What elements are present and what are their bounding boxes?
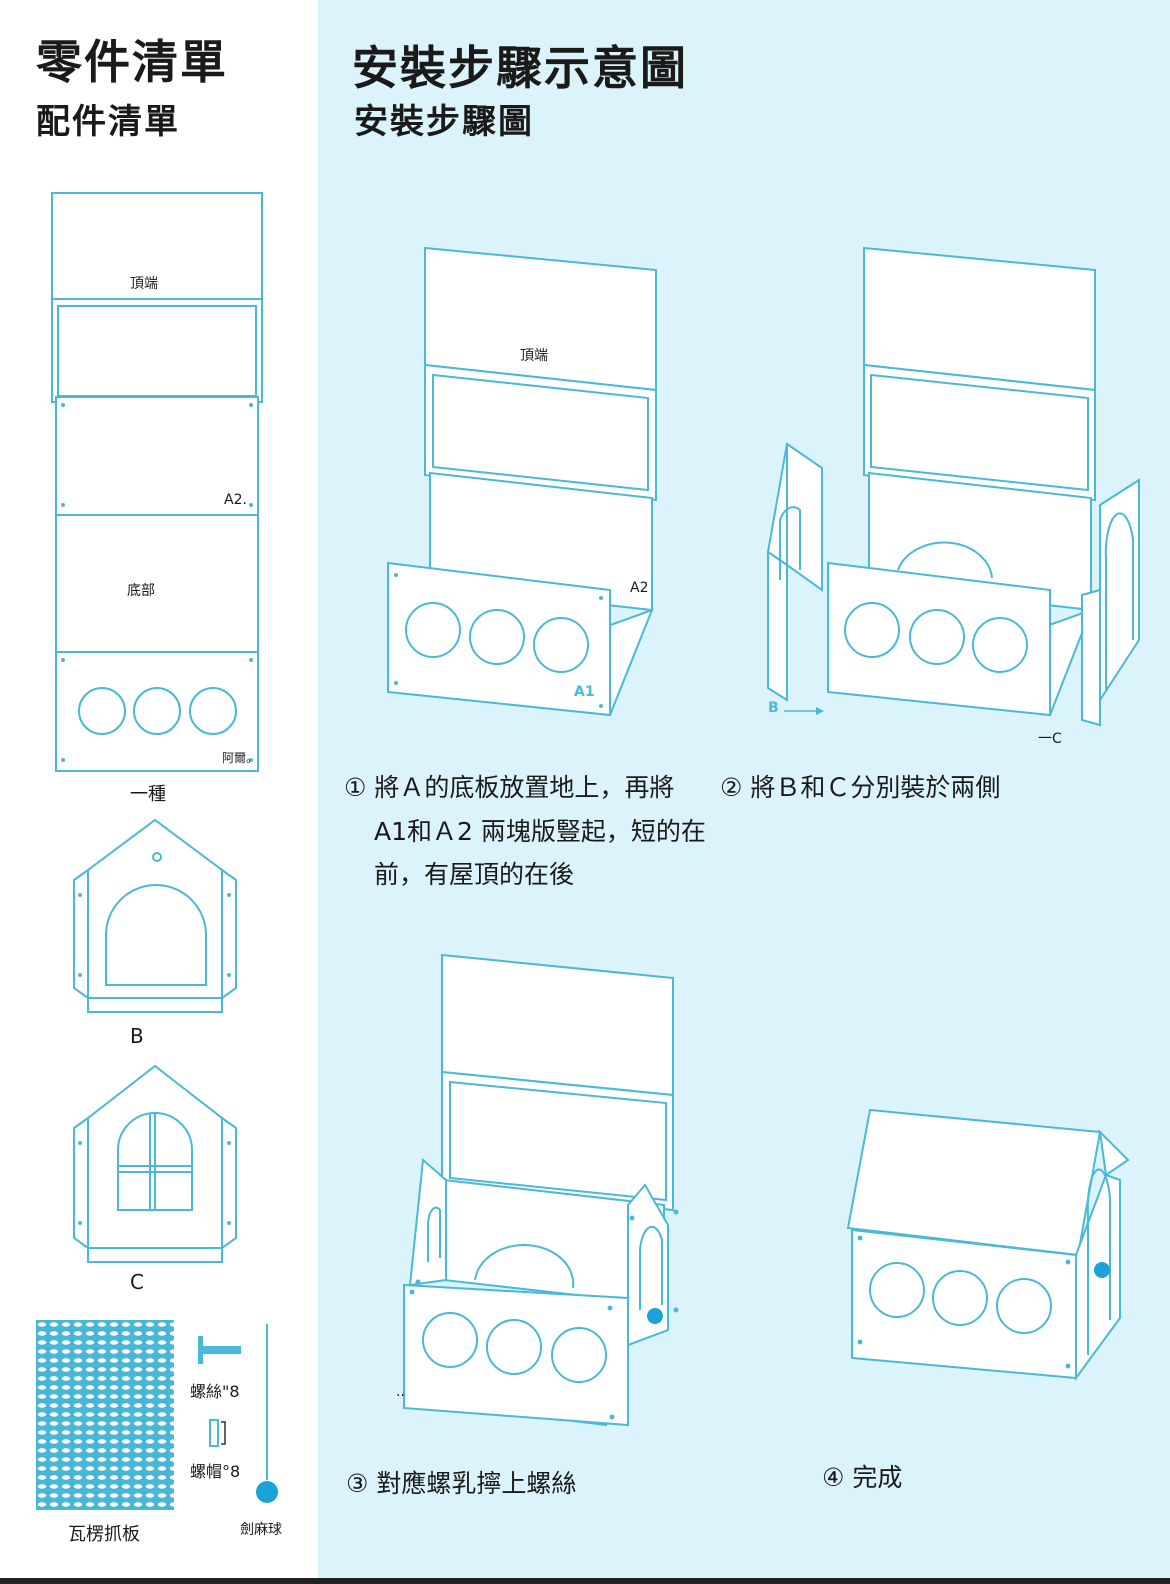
step2-line1: ② 將Ｂ和Ｃ分別裝於兩側 [720,773,1001,802]
step1-top-label: 頂端 [520,348,548,364]
sisal-ball-caption: 劍麻球 [240,1522,282,1538]
sisal-ball-drawing [256,1324,278,1503]
part-a-caption: 一種 [130,784,166,805]
steps-subtitle: 安裝步驟圖 [354,102,534,142]
scratch-board-caption: 瓦楞抓板 [68,1524,140,1545]
step3-line1: ③ 對應螺乳擰上螺絲 [346,1469,577,1498]
bottom-rule [0,1578,1170,1584]
nut-caption: 螺帽°8 [190,1462,241,1481]
step1-a2-label: A2 [630,580,649,596]
step2-b-arrow [784,707,824,715]
steps-title: 安裝步驟示意圖 [352,41,688,95]
part-a-drawing [51,192,263,772]
parts-title: 零件清單 [36,35,228,89]
step1-line1: ① 將Ａ的底板放置地上，再將 [344,773,675,802]
step1-line2: A1和Ａ2 兩塊版豎起，短的在 [374,817,706,846]
part-c-caption: C [130,1270,144,1294]
part-a-bottom-label: 底部 [127,583,155,599]
step2-figure [766,246,1140,727]
part-a-a1-label: 阿爾。 [222,751,259,765]
screw-caption: 螺絲"8 [190,1382,240,1401]
step3-figure [403,953,679,1427]
nut-drawing [209,1419,226,1447]
step4-figure [846,1108,1130,1382]
step3-mark: .. [396,1384,405,1400]
step2-c-label: 一C [1038,731,1062,747]
parts-subtitle: 配件清單 [36,102,180,142]
step1-line3: 前，有屋頂的在後 [374,860,575,889]
part-a-a2-label: A2. [224,492,247,508]
screw-drawing [198,1336,241,1364]
part-b-drawing [73,818,237,1013]
step1-a1-label: A1 [574,684,595,700]
step1-figure [387,246,657,717]
part-c-drawing [73,1064,237,1263]
scratch-board-drawing [36,1320,174,1510]
part-b-caption: B [130,1024,144,1048]
part-a-top-label: 頂端 [130,276,158,292]
step2-b-label: B [768,700,779,716]
step4-line1: ④ 完成 [822,1463,903,1492]
